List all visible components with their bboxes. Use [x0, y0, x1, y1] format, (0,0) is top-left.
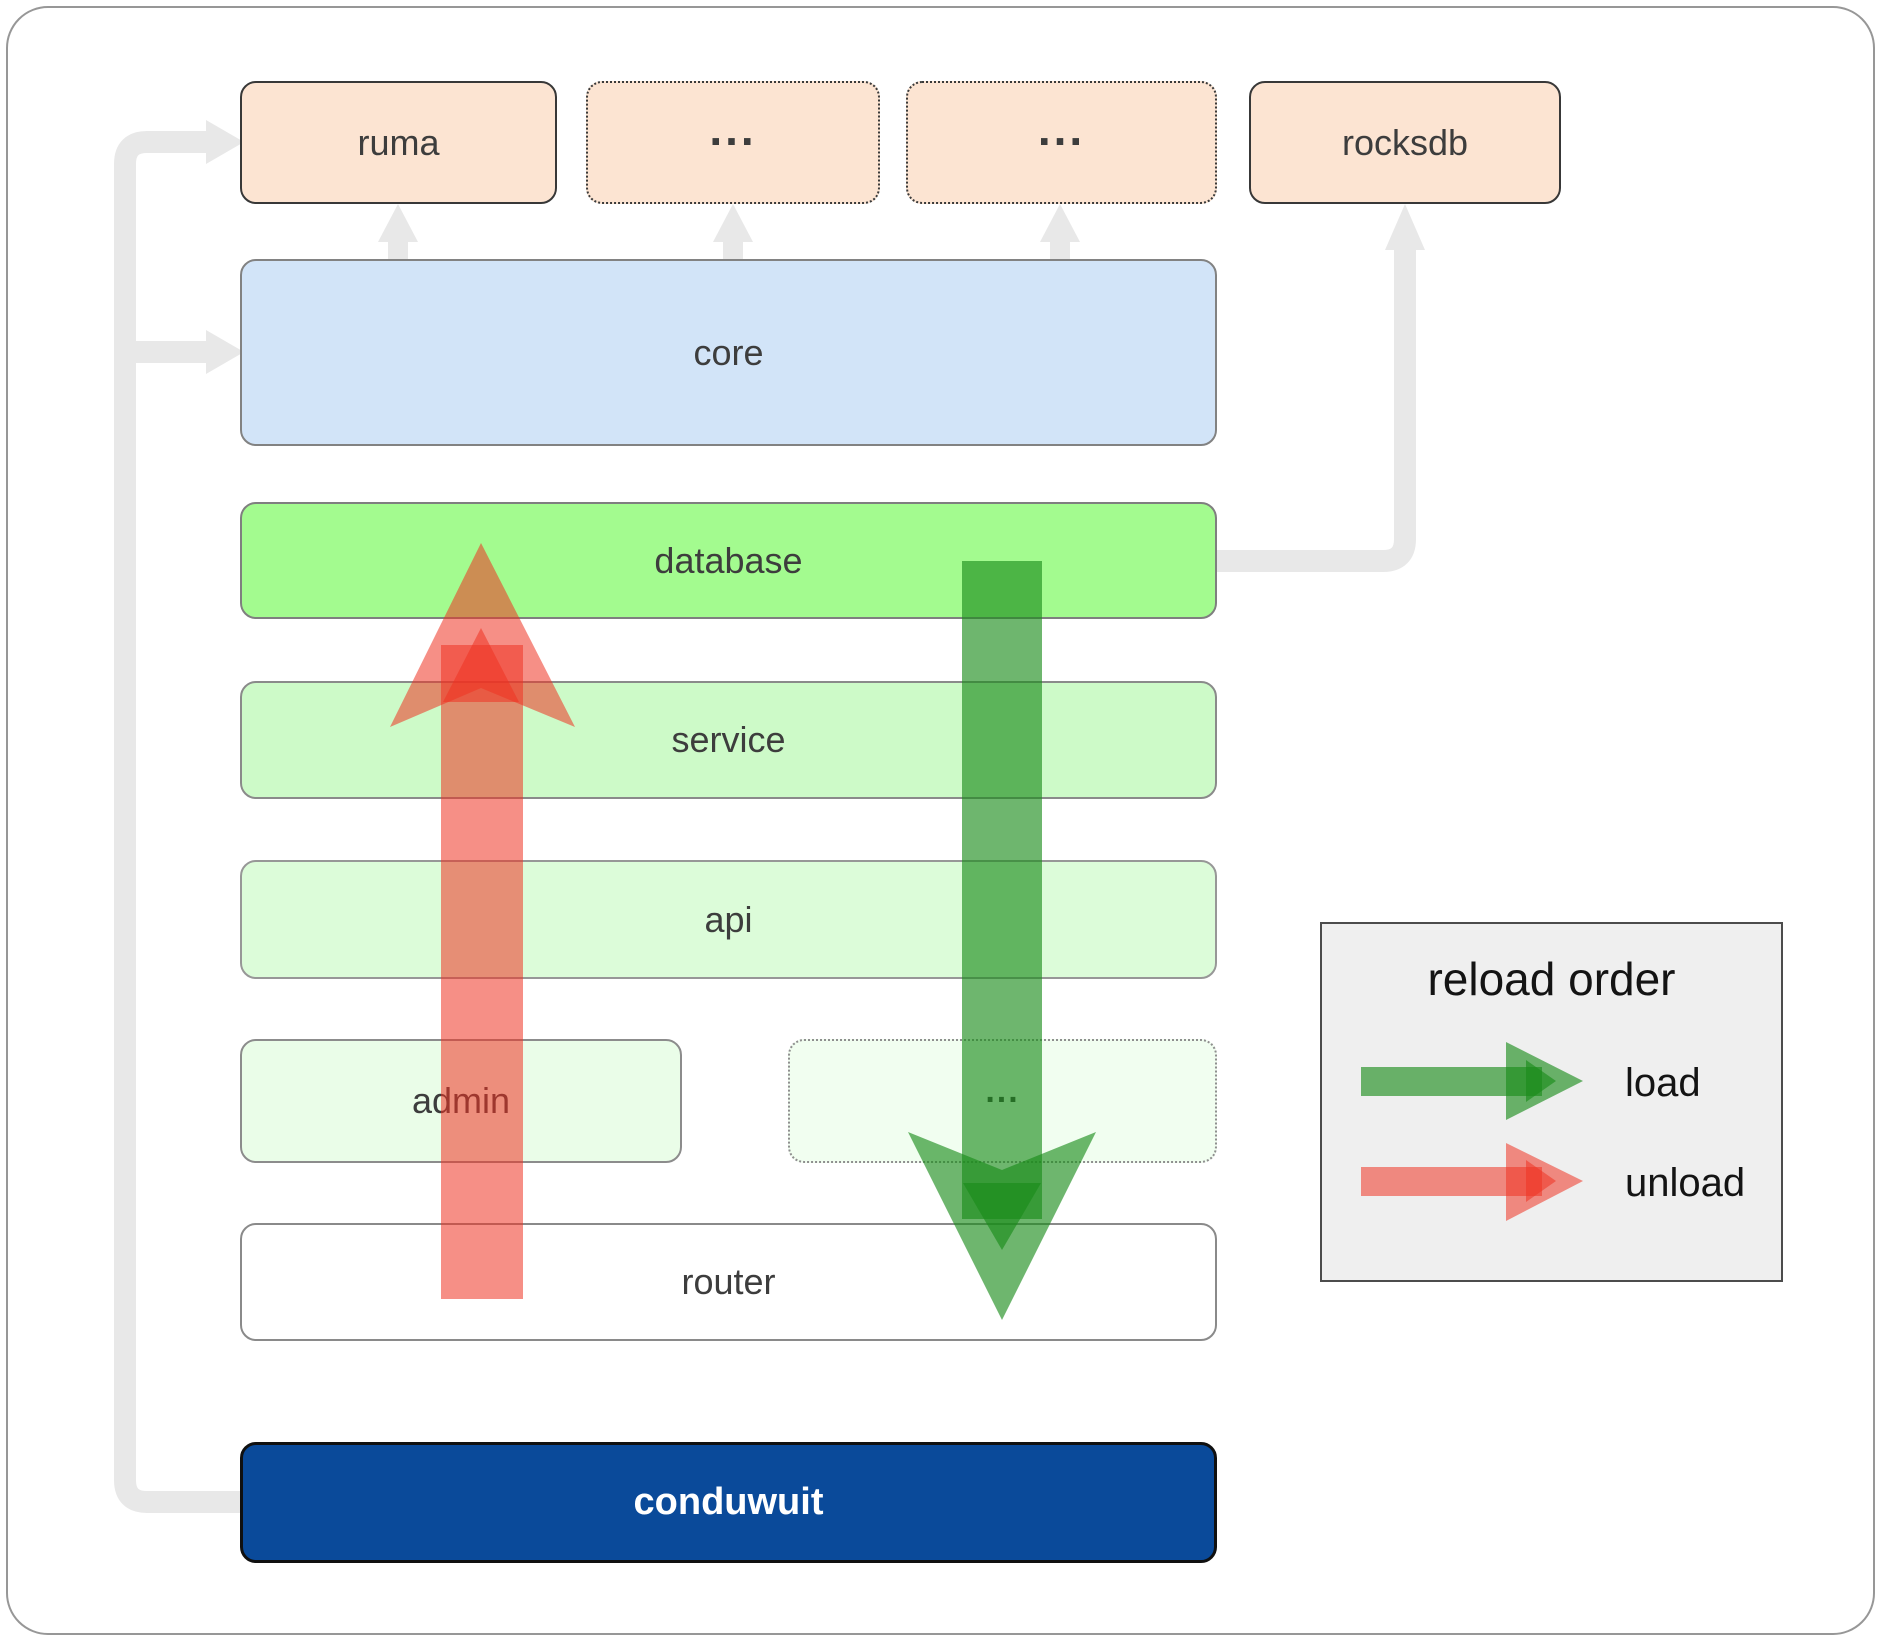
outer-frame	[6, 6, 1875, 1635]
box-ellipsis-1: ...	[586, 81, 880, 204]
box-api-label: api	[704, 898, 753, 940]
box-router: router	[240, 1223, 1217, 1341]
box-service-label: service	[671, 719, 786, 760]
legend-load-label: load	[1625, 1061, 1701, 1105]
box-core-label: core	[693, 331, 764, 373]
box-ellipsis-3: ...	[788, 1039, 1217, 1163]
box-ellipsis-2: ...	[906, 81, 1217, 204]
box-service: service	[240, 681, 1217, 799]
legend-unload-label: unload	[1625, 1161, 1746, 1205]
box-conduwuit-label: conduwuit	[633, 1481, 824, 1523]
legend-title: reload order	[1427, 953, 1676, 1005]
box-ellipsis-3-label: ...	[985, 1071, 1020, 1110]
box-database: database	[240, 502, 1217, 619]
box-api: api	[240, 860, 1217, 979]
box-router-label: router	[681, 1261, 776, 1302]
box-core: core	[240, 259, 1217, 446]
box-conduwuit: conduwuit	[240, 1442, 1217, 1563]
box-rocksdb-label: rocksdb	[1341, 121, 1469, 163]
box-ruma-label: ruma	[357, 121, 440, 163]
box-database-label: database	[654, 539, 803, 581]
box-ruma: ruma	[240, 81, 557, 204]
box-admin: admin	[240, 1039, 682, 1163]
box-admin-label: admin	[411, 1080, 511, 1121]
legend-panel: reload order load unload	[1320, 922, 1783, 1282]
box-ellipsis-1-label: ...	[709, 102, 757, 155]
box-rocksdb: rocksdb	[1249, 81, 1561, 204]
box-ellipsis-2-label: ...	[1037, 102, 1086, 155]
